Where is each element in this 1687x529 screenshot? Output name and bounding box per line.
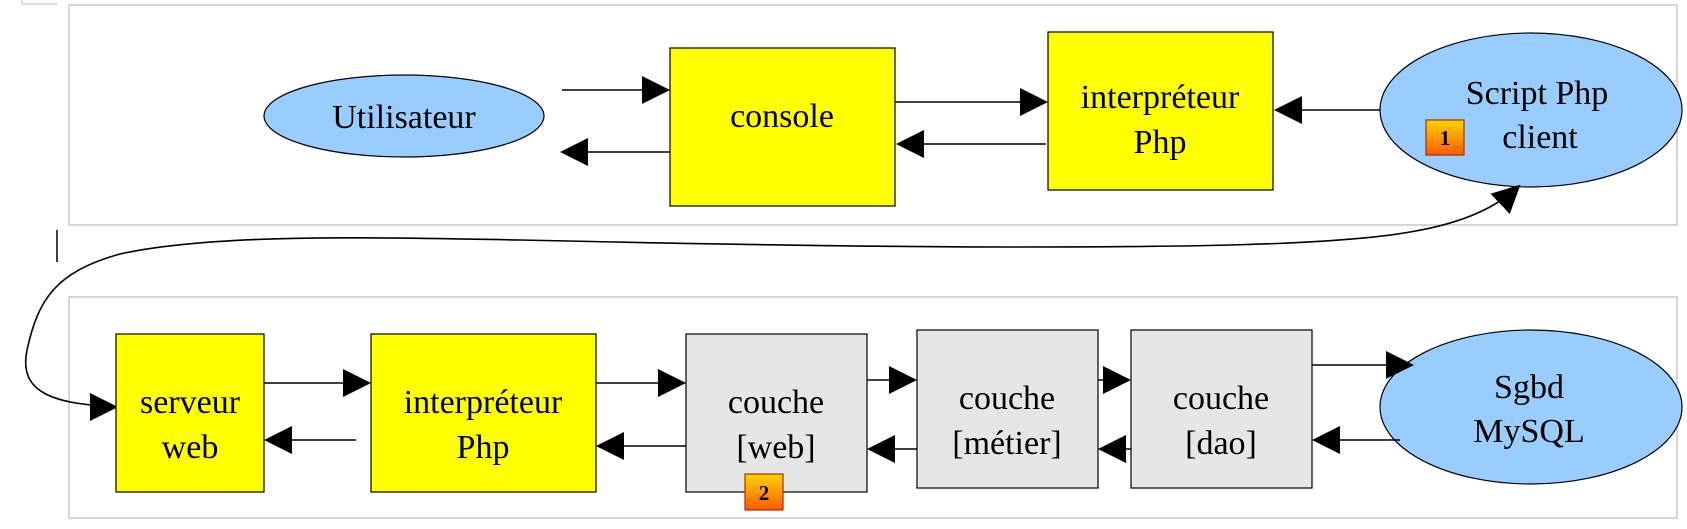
interpreteur-php-top-node: interpréteur Php [1047, 31, 1274, 191]
interpreteur-bottom-line1: interpréteur [404, 384, 563, 421]
utilisateur-label: Utilisateur [332, 99, 476, 136]
sgbd-mysql-node: Sgbd MySQL [1379, 329, 1683, 485]
couche-web-node: couche [web] [685, 333, 868, 493]
badge-2: 2 [744, 473, 784, 511]
interpreteur-top-line2: Php [1134, 124, 1187, 161]
sgbd-line2: MySQL [1473, 413, 1584, 450]
couche-metier-line2: [métier] [952, 425, 1062, 462]
couche-web-line2: [web] [736, 429, 815, 466]
badge-2-label: 2 [759, 481, 770, 505]
interpreteur-top-line1: interpréteur [1081, 79, 1240, 116]
serveur-web-node: serveur web [115, 333, 265, 493]
couche-metier-node: couche [métier] [916, 329, 1099, 489]
serveur-line2: web [162, 429, 219, 466]
corner-mark [21, 0, 58, 5]
sgbd-line1: Sgbd [1494, 369, 1564, 406]
interpreteur-bottom-line2: Php [457, 429, 510, 466]
script-line2: client [1502, 119, 1578, 156]
curved-connector-serveur-to-script [24, 184, 1521, 408]
serveur-line1: serveur [140, 384, 241, 421]
interpreteur-php-bottom-node: interpréteur Php [370, 333, 597, 493]
couche-metier-line1: couche [959, 380, 1055, 417]
script-line1: Script Php [1466, 75, 1609, 112]
console-node: console [669, 47, 896, 207]
couche-dao-line1: couche [1173, 380, 1269, 417]
utilisateur-node: Utilisateur [263, 74, 545, 158]
badge-1: 1 [1425, 119, 1465, 156]
couche-web-line1: couche [728, 384, 824, 421]
couche-dao-node: couche [dao] [1130, 329, 1313, 489]
badge-1-label: 1 [1440, 126, 1451, 150]
console-label: console [730, 98, 834, 135]
couche-dao-line2: [dao] [1185, 425, 1257, 462]
script-php-client-node: Script Php client [1379, 32, 1683, 188]
